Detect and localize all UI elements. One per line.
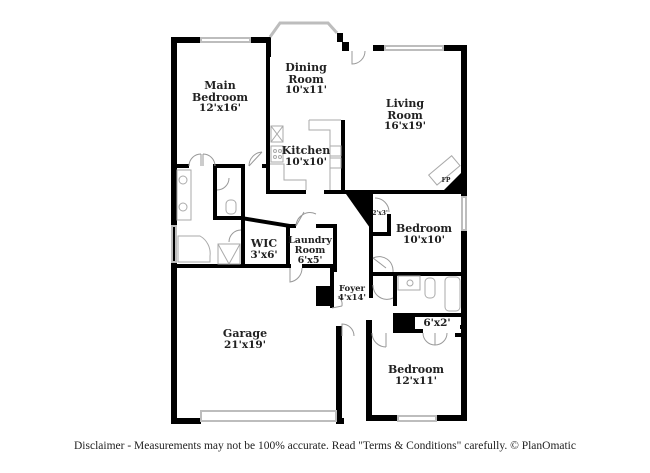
windows xyxy=(171,21,467,422)
room-name: Room xyxy=(288,72,324,86)
room-name: Foyer xyxy=(338,284,366,294)
room-dimensions: 3'x6' xyxy=(250,248,278,261)
room-label-bedroom-2: Bedroom 10'x10' xyxy=(396,223,452,246)
room-dimensions: 12'x11' xyxy=(395,374,437,387)
room-dimensions: 10'x10' xyxy=(403,233,445,246)
room-name: Garage xyxy=(222,327,268,340)
disclaimer-text: Disclaimer - Measurements may not be 100… xyxy=(74,440,576,452)
room-label-laundry-room: Laundry Room 6'x5' xyxy=(288,236,332,266)
room-dimensions: 4'x14' xyxy=(337,292,367,303)
room-name: Bedroom xyxy=(191,90,249,104)
room-label-living-room: Living Room 16'x19' xyxy=(384,98,426,132)
room-label-dining-room: Dining Room 10'x11' xyxy=(285,62,327,96)
interior-walls xyxy=(171,40,466,337)
fireplace-label: FP xyxy=(441,177,451,184)
room-dimensions: 10'x10' xyxy=(285,155,327,168)
room-label-garage: Garage 21'x19' xyxy=(223,328,267,351)
room-label-foyer: Foyer 4'x14' xyxy=(338,285,366,303)
room-label-kitchen: Kitchen 10'x10' xyxy=(282,145,331,168)
room-name: Bedroom xyxy=(395,222,453,235)
room-name: Room xyxy=(387,108,423,122)
room-name: Living xyxy=(385,97,425,110)
room-dimensions: 6'x5' xyxy=(297,254,323,266)
room-dimensions: 12'x16' xyxy=(199,102,241,115)
room-name: Laundry xyxy=(288,235,332,246)
room-name: Room xyxy=(294,244,326,256)
room-dimensions: 10'x11' xyxy=(285,84,327,97)
room-label-closet-small: 2'x3' xyxy=(372,210,388,217)
room-label-closet-6x2: 6'x2' xyxy=(423,317,451,329)
doors xyxy=(188,50,448,348)
room-name: WIC xyxy=(250,237,278,250)
room-name: Dining xyxy=(285,61,327,74)
room-dimensions: 21'x19' xyxy=(224,338,266,351)
room-dimensions: 16'x19' xyxy=(384,120,426,133)
room-name: Kitchen xyxy=(281,144,331,157)
fixtures xyxy=(176,119,461,312)
room-label-main-bedroom: Main Bedroom 12'x16' xyxy=(192,80,248,114)
room-label-bedroom-3: Bedroom 12'x11' xyxy=(388,364,444,387)
room-name: Main xyxy=(204,79,236,92)
room-label-wic: WIC 3'x6' xyxy=(250,238,277,261)
room-name: Bedroom xyxy=(387,363,445,376)
